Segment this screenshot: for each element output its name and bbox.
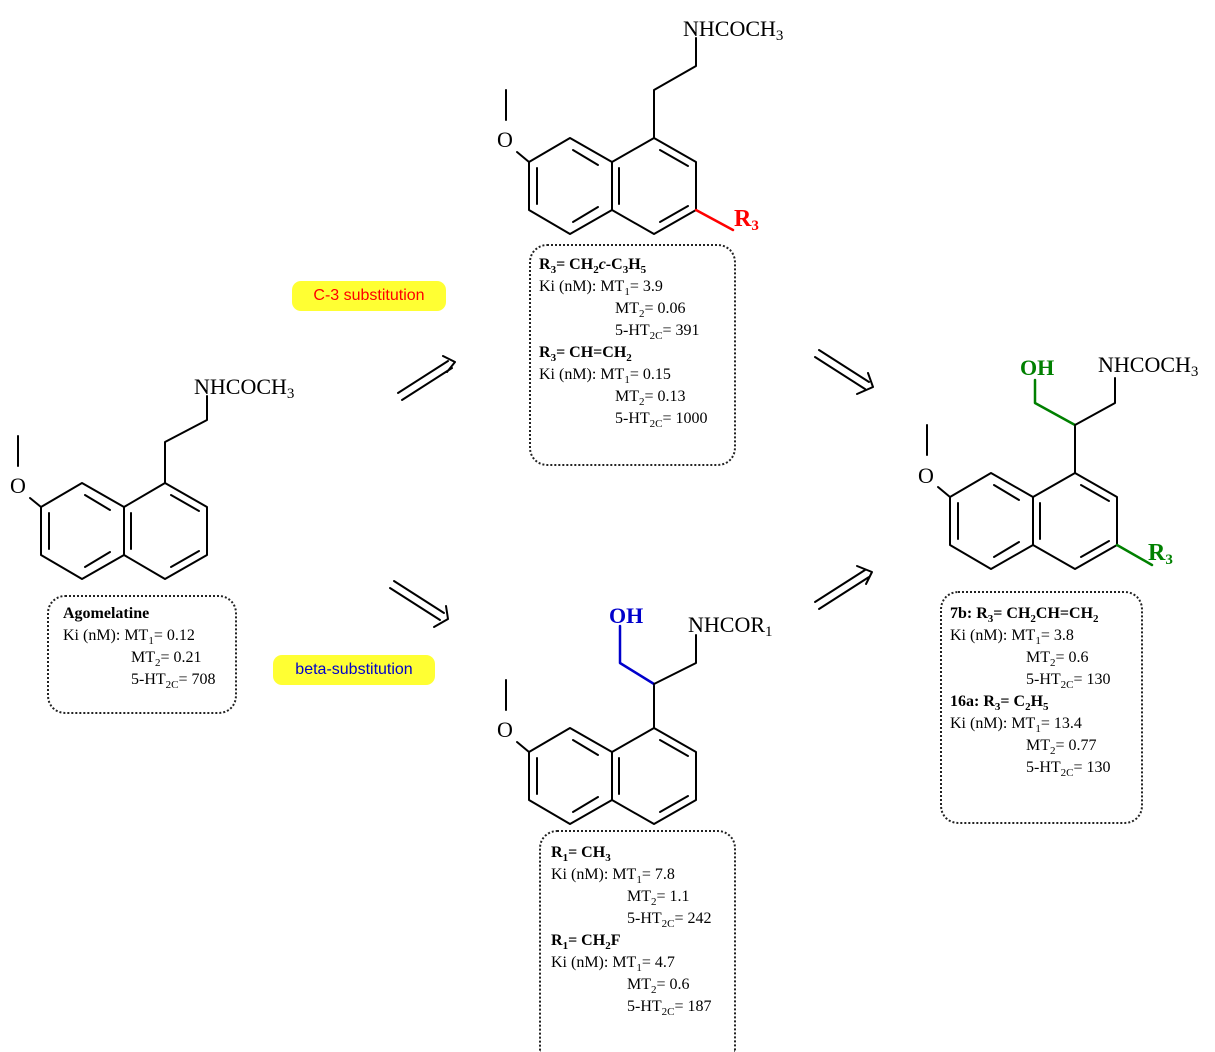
beta-a-mt2: MT2= 1.1 — [627, 888, 690, 908]
c3-b-mt2: MT2= 0.13 — [615, 388, 686, 408]
beta-oh-label: OH — [609, 603, 644, 628]
combined-data-box: 7b: R3= CH2CH=CH2 Ki (nM): MT1= 3.8 MT2=… — [940, 591, 1143, 824]
agomelatine-methoxy-o: O — [10, 473, 26, 498]
combined-oh-label: OH — [1020, 355, 1055, 380]
beta-r1-fluoromethyl-title: R1= CH2F — [551, 932, 621, 952]
combined-nhcoch3-label: NHCOCH3 — [1098, 352, 1199, 380]
agomelatine-data-box: Agomelatine Ki (nM): MT1= 0.12 MT2= 0.21… — [47, 595, 237, 714]
c3-b-mt1: Ki (nM): MT1= 0.15 — [539, 366, 671, 386]
c3-nhcoch3-label: NHCOCH3 — [683, 16, 784, 44]
arrow-to-beta — [389, 580, 449, 628]
c3-a-mt1: Ki (nM): MT1= 3.9 — [539, 278, 663, 298]
c3-a-mt2: MT2= 0.06 — [615, 300, 686, 320]
combined-16a-title: 16a: R3= C2H5 — [950, 693, 1049, 713]
combined-16a-mt2: MT2= 0.77 — [1026, 737, 1097, 757]
combined-7b-mt2: MT2= 0.6 — [1026, 649, 1089, 669]
combined-7b-mt1: Ki (nM): MT1= 3.8 — [950, 627, 1074, 647]
arrow-c3-to-combined — [814, 349, 874, 395]
combined-r3-label: R3 — [1148, 540, 1173, 568]
beta-a-5ht2c: 5-HT2C= 242 — [627, 910, 712, 930]
combined-7b-title: 7b: R3= CH2CH=CH2 — [950, 605, 1099, 625]
beta-nhcor1-label: NHCOR1 — [688, 612, 773, 640]
combined-7b-5ht2c: 5-HT2C= 130 — [1026, 671, 1111, 691]
agomelatine-structure — [17, 395, 208, 580]
combined-structure — [926, 377, 1154, 570]
c3-r3-label: R3 — [734, 206, 759, 234]
combined-methoxy-o: O — [918, 463, 934, 488]
c3-r3-cyclopropylmethyl-title: R3= CH2c-C3H5 — [539, 256, 647, 276]
c3-substitution-label: C-3 substitution — [292, 281, 446, 311]
agomelatine-title: Agomelatine — [63, 605, 150, 622]
agomelatine-mt2: MT2= 0.21 — [131, 649, 202, 669]
beta-b-mt2: MT2= 0.6 — [627, 976, 690, 996]
beta-b-mt1: Ki (nM): MT1= 4.7 — [551, 954, 675, 974]
beta-b-5ht2c: 5-HT2C= 187 — [627, 998, 712, 1018]
arrow-beta-to-combined — [814, 565, 873, 610]
combined-16a-mt1: Ki (nM): MT1= 13.4 — [950, 715, 1082, 735]
beta-r1-methyl-title: R1= CH3 — [551, 844, 611, 864]
beta-substitution-label: beta-substitution — [273, 655, 435, 685]
agomelatine-nhcoch3-label: NHCOCH3 — [194, 374, 295, 402]
c3-data-box: R3= CH2c-C3H5 Ki (nM): MT1= 3.9 MT2= 0.0… — [529, 244, 736, 466]
c3-r3-vinyl-title: R3= CH=CH2 — [539, 344, 632, 364]
beta-data-box: R1= CH3 Ki (nM): MT1= 7.8 MT2= 1.1 5-HT2… — [539, 830, 736, 1052]
c3-b-5ht2c: 5-HT2C= 1000 — [615, 410, 708, 430]
c3-methoxy-o: O — [497, 127, 513, 152]
c3-structure — [505, 37, 735, 235]
c3-a-5ht2c: 5-HT2C= 391 — [615, 322, 700, 342]
beta-a-mt1: Ki (nM): MT1= 7.8 — [551, 866, 675, 886]
beta-structure — [505, 624, 697, 825]
combined-16a-5ht2c: 5-HT2C= 130 — [1026, 759, 1111, 779]
arrow-to-c3 — [397, 355, 456, 401]
beta-methoxy-o: O — [497, 717, 513, 742]
agomelatine-5ht2c: 5-HT2C= 708 — [131, 671, 216, 691]
agomelatine-mt1: Ki (nM): MT1= 0.12 — [63, 627, 195, 647]
